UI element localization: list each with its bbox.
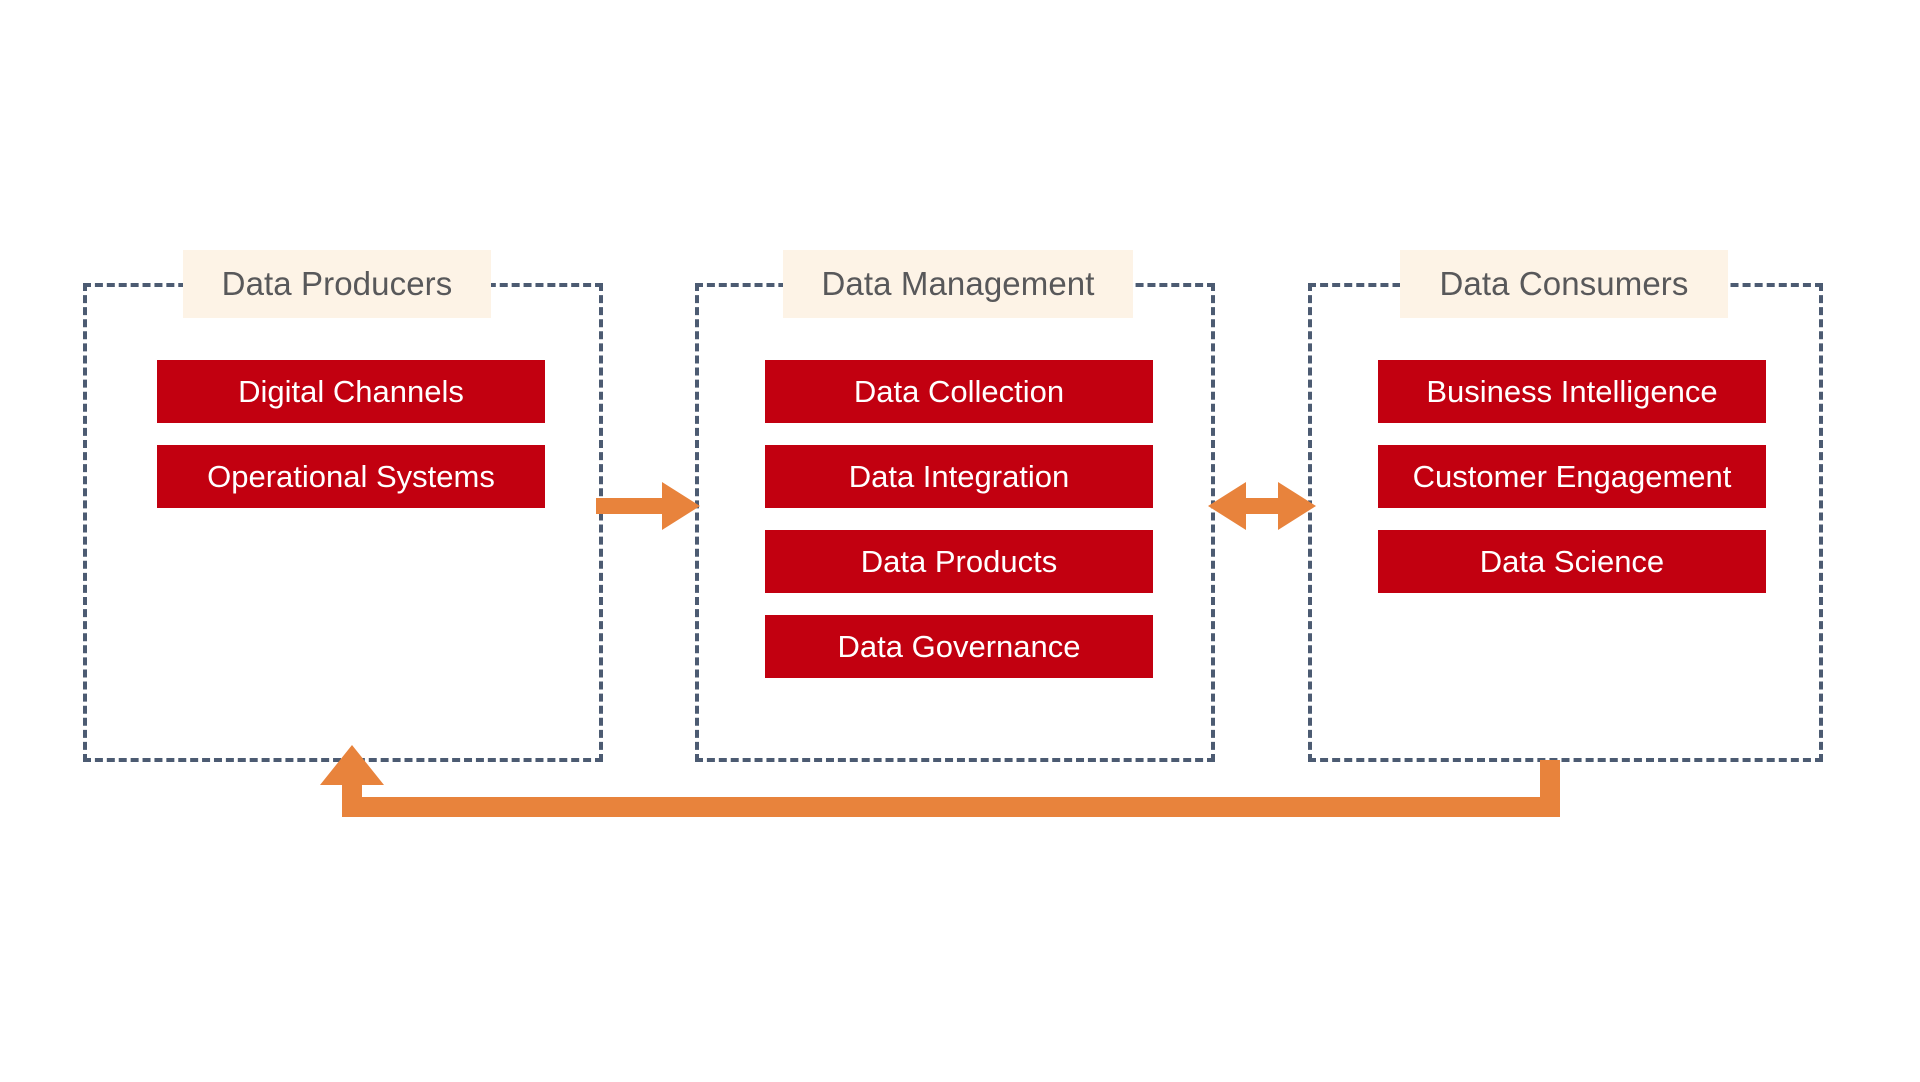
item-list-consumers: Business Intelligence Customer Engagemen… — [1378, 360, 1766, 593]
arrow-producers-to-management-icon — [596, 482, 700, 530]
item-data-governance[interactable]: Data Governance — [765, 615, 1153, 678]
item-data-products[interactable]: Data Products — [765, 530, 1153, 593]
item-list-producers: Digital Channels Operational Systems — [157, 360, 545, 508]
group-container-producers — [83, 283, 603, 762]
item-digital-channels[interactable]: Digital Channels — [157, 360, 545, 423]
group-title-consumers: Data Consumers — [1400, 250, 1728, 318]
item-data-collection[interactable]: Data Collection — [765, 360, 1153, 423]
item-business-intelligence[interactable]: Business Intelligence — [1378, 360, 1766, 423]
group-title-management: Data Management — [783, 250, 1133, 318]
group-title-producers: Data Producers — [183, 250, 491, 318]
item-data-integration[interactable]: Data Integration — [765, 445, 1153, 508]
item-customer-engagement[interactable]: Customer Engagement — [1378, 445, 1766, 508]
item-data-science[interactable]: Data Science — [1378, 530, 1766, 593]
item-list-management: Data Collection Data Integration Data Pr… — [765, 360, 1153, 678]
arrow-management-consumers-bidirectional-icon — [1208, 482, 1316, 530]
arrow-feedback-loop-icon — [320, 745, 1560, 817]
item-operational-systems[interactable]: Operational Systems — [157, 445, 545, 508]
